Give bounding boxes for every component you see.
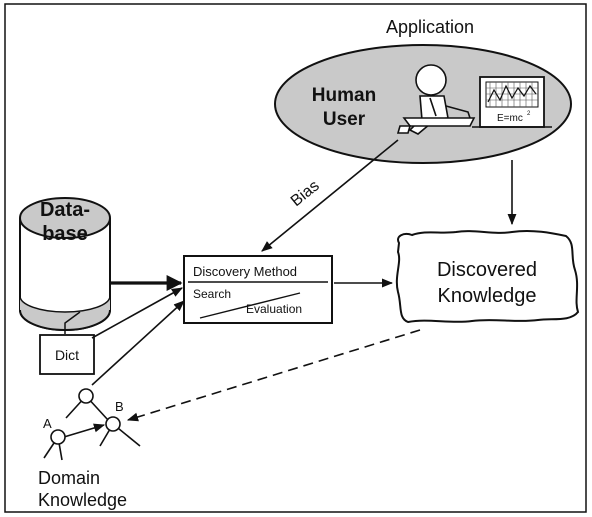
knowledge-to-domain-dashed-arrow [126,329,421,422]
domain-knowledge-tree [43,388,141,461]
screen-formula-sup: 2 [527,111,531,117]
bias-arrow [261,139,399,252]
tree-node-a [50,429,66,445]
node-b-label: B [115,399,124,414]
discovered-label-line1: Discovered [437,259,537,281]
dict-to-method-arrow [91,287,183,339]
dict-box [39,334,95,375]
tree-edge-a-to-b [63,423,106,438]
user-arm [445,105,471,119]
cylinder-bottom-fill [20,296,110,330]
desk [402,117,476,127]
discovered-label-line2: Knowledge [438,285,537,307]
chair [396,125,412,134]
dict-connector [64,311,81,334]
cylinder-top [19,197,111,239]
database-label-line1: Data- [40,199,90,221]
cylinder-level-line [19,295,111,313]
discovered-knowledge-cloud [395,229,580,324]
human-user-label-line1: Human [312,85,376,106]
user-head [415,64,447,96]
user-tie [429,97,437,117]
dict-label: Dict [55,347,79,363]
domain-label-line1: Domain [38,468,100,488]
application-label: Application [386,17,474,37]
node-a-label: A [43,416,52,431]
discovery-method-label: Discovery Method [193,264,297,279]
outer-frame [4,3,587,513]
domain-label-line2: Knowledge [38,490,127,510]
domain-to-method-arrow [91,300,185,386]
monitor: E=mc 2 [472,76,552,128]
screen-formula: E=mc [497,113,523,124]
tree-node-root [78,388,94,404]
tree-node-b [105,416,121,432]
database-cylinder: Data- base [19,197,111,331]
discovery-method-box [183,255,333,324]
human-user-figure [396,64,476,135]
database-label-line2: base [42,223,88,245]
evaluation-label: Evaluation [246,302,302,316]
human-user-label-line2: User [323,109,366,130]
search-evaluation-diagonal [199,292,301,319]
monitor-waveform [487,84,537,103]
search-label: Search [193,287,231,301]
